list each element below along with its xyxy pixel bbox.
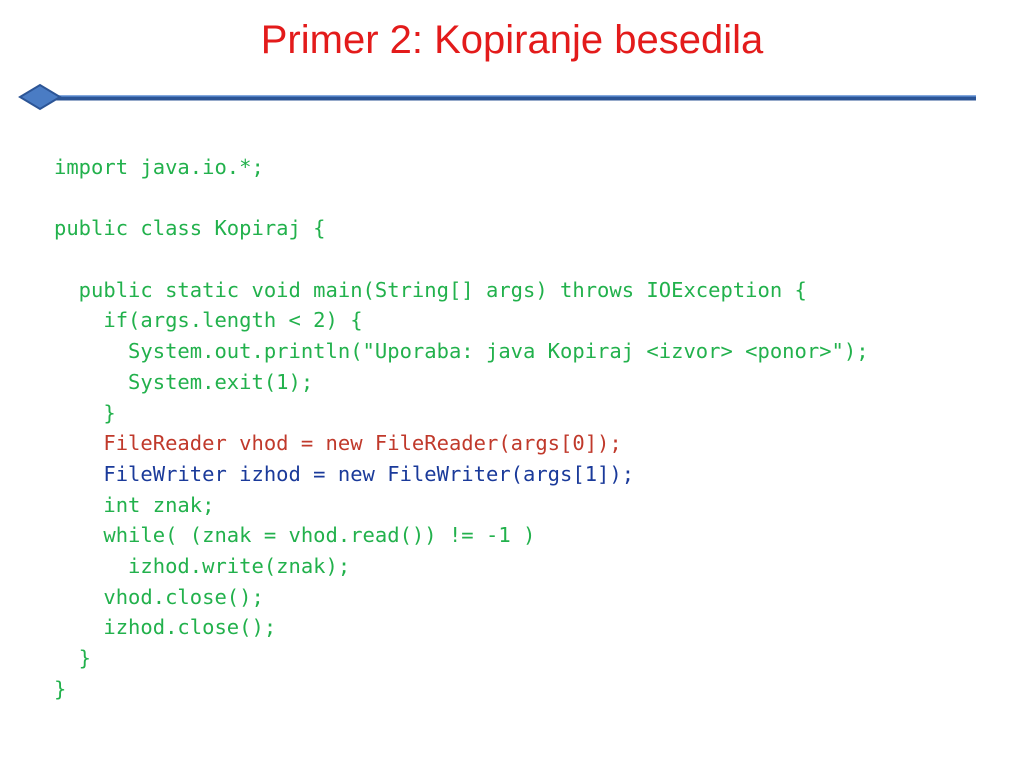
code-line: } — [54, 400, 116, 425]
code-line: } — [54, 676, 67, 701]
code-line: System.exit(1); — [54, 369, 314, 394]
code-line: System.out.println("Uporaba: java Kopira… — [54, 339, 869, 364]
code-line — [54, 244, 1004, 275]
diamond-icon — [18, 83, 62, 111]
code-line: public class Kopiraj { — [54, 216, 326, 241]
code-line: izhod.close(); — [54, 615, 277, 640]
code-block: import java.io.*;public class Kopiraj { … — [54, 152, 1004, 704]
code-line: FileWriter izhod = new FileWriter(args[1… — [54, 461, 635, 486]
slide-title: Primer 2: Kopiranje besedila — [260, 18, 764, 62]
code-line — [54, 183, 1004, 214]
code-line: import java.io.*; — [54, 155, 264, 179]
code-line: public static void main(String[] args) t… — [54, 277, 807, 302]
code-line: if(args.length < 2) { — [54, 308, 363, 333]
code-line: vhod.close(); — [54, 584, 264, 609]
code-line: FileReader vhod = new FileReader(args[0]… — [54, 431, 622, 456]
code-line: } — [54, 646, 92, 670]
title-divider — [18, 83, 976, 111]
code-line: izhod.write(znak); — [54, 553, 351, 578]
code-line: int znak; — [54, 492, 215, 517]
code-line: while( (znak = vhod.read()) != -1 ) — [54, 523, 536, 548]
